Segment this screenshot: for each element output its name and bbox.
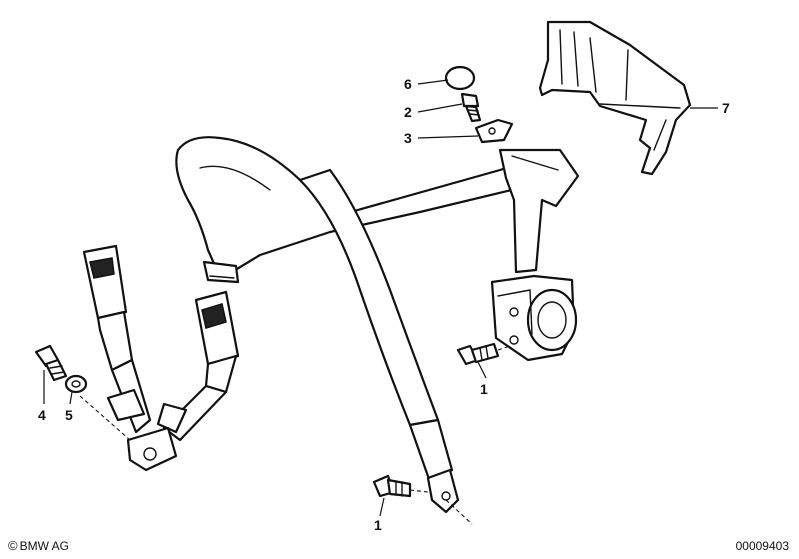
callout-4: 4	[38, 407, 46, 423]
copyright-text: BMW AG	[19, 539, 69, 553]
callout-2: 2	[404, 104, 412, 120]
belt-strap-lap	[298, 168, 473, 525]
callout-1-anchor: 1	[374, 517, 382, 533]
leader-lines	[43, 79, 718, 517]
buckle-left	[82, 244, 134, 372]
buckle-straps	[79, 358, 228, 472]
belt-cover-part-7	[538, 20, 692, 176]
callouts: 6 2 3 7 1 4 5 1	[38, 76, 730, 533]
washer-part-5	[64, 374, 88, 394]
copyright-symbol: ©	[8, 538, 18, 553]
callout-6: 6	[404, 76, 412, 92]
callout-7: 7	[722, 100, 730, 116]
callout-5: 5	[65, 407, 73, 423]
callout-3: 3	[404, 130, 412, 146]
belt-guide-loop	[202, 260, 240, 284]
cap-part-6	[444, 65, 476, 91]
callout-1-retractor: 1	[480, 381, 488, 397]
bolt-part-1-retractor	[456, 342, 511, 366]
bolt-part-4	[34, 344, 68, 382]
bolt-part-2	[460, 92, 482, 123]
belt-retractor	[490, 148, 580, 362]
copyright-notice: ©BMW AG	[8, 538, 69, 553]
drawing-number: 00009403	[735, 539, 789, 553]
buckle-right	[194, 290, 240, 394]
bolt-part-1-anchor	[372, 474, 429, 498]
bracket-part-3	[474, 118, 514, 144]
